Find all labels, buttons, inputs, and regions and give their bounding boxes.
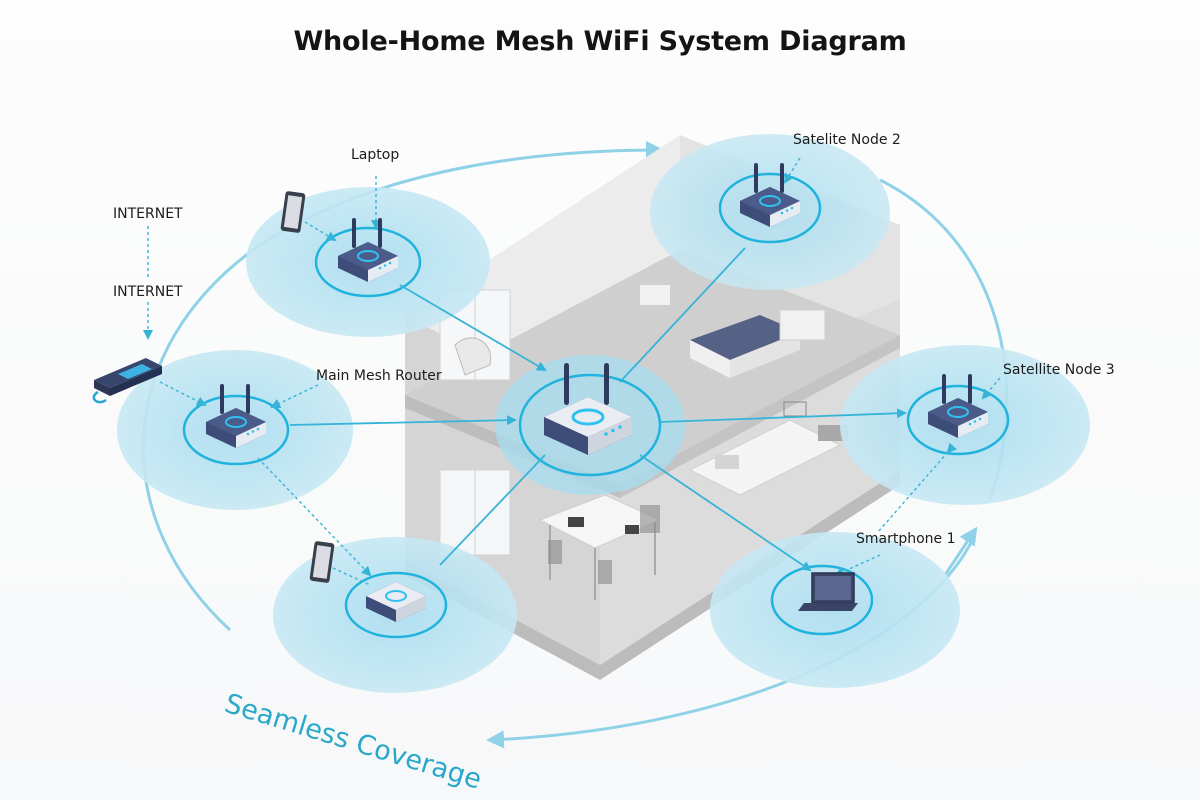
- seamless-arrow-right-head: [943, 526, 978, 576]
- satellite-node-3-label: Satellite Node 3: [1003, 362, 1115, 378]
- tablet-icon: [309, 541, 335, 583]
- internet-label-top: INTERNET: [113, 206, 183, 222]
- tablet-icon: [280, 191, 306, 233]
- internet-label-mid: INTERNET: [113, 284, 183, 300]
- dashed-links: [143, 157, 1001, 586]
- coverage-rings: [182, 172, 1010, 639]
- page-title: Whole-Home Mesh WiFi System Diagram: [293, 26, 907, 57]
- router-icon: [366, 582, 426, 622]
- link-lines: [289, 247, 907, 572]
- laptop-icon: [798, 572, 858, 611]
- laptop-label: Laptop: [351, 147, 400, 163]
- main-router-label: Main Mesh Router: [316, 368, 442, 384]
- satellite-node-2-label: Satelite Node 2: [793, 132, 901, 148]
- smartphone-1-label: Smartphone 1: [856, 531, 956, 547]
- modem-icon: [92, 358, 162, 404]
